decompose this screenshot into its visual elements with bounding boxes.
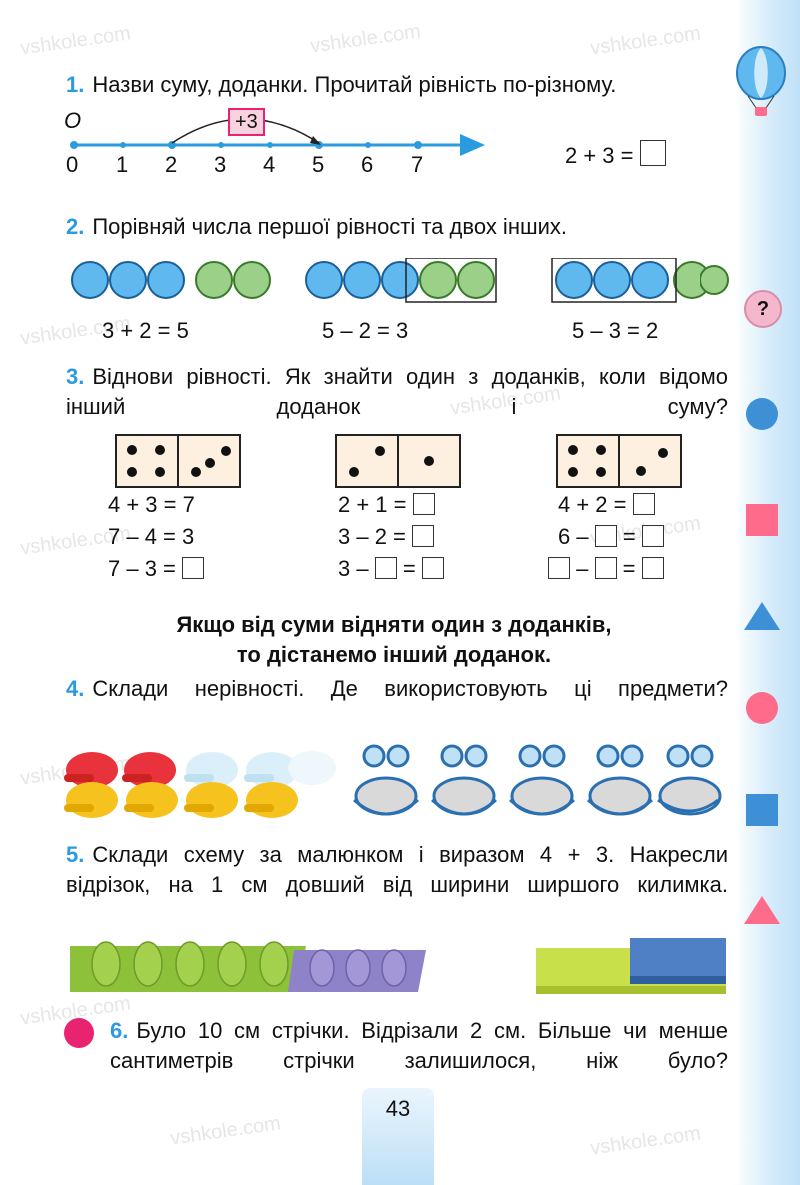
task2-equation-1: 3 + 2 = 5 [102, 318, 189, 343]
task-text: Було 10 см стрічки. Відрізали 2 см. Біль… [110, 1018, 728, 1073]
task-text: Склади схему за малюнком і виразом 4 + 3… [66, 842, 728, 897]
flat-mats-illustration [536, 938, 726, 994]
answer-box[interactable] [548, 557, 570, 579]
rule-line-2: то дістанемо інший доданок. [236, 642, 552, 667]
task-1: 1. Назви суму, доданки. Прочитай рівність… [66, 70, 728, 100]
rule-line-1: Якщо від суми відняти один з доданків, [176, 612, 612, 637]
equation: 3 – [338, 556, 369, 581]
jump-label: +3 [228, 108, 265, 136]
equation: 7 – 4 = 3 [108, 524, 195, 549]
pink-circle-icon [746, 692, 778, 724]
blue-triangle-icon [744, 602, 780, 630]
tick-label: 7 [411, 152, 424, 177]
task-number: 1. [66, 72, 85, 97]
tick-label: 2 [165, 152, 178, 177]
question-badge: ? [744, 290, 782, 328]
equation: 4 + 2 = [558, 492, 627, 517]
equation: 7 – 3 = [108, 556, 176, 581]
answer-box[interactable] [632, 493, 655, 515]
blue-square-icon [746, 794, 778, 826]
task-text: Назви суму, доданки. Прочитай рівність п… [92, 72, 617, 97]
tick-label: 6 [361, 152, 374, 177]
answer-box[interactable] [421, 557, 444, 579]
tick-label: 3 [214, 152, 227, 177]
domino-1 [115, 434, 241, 488]
tick-label: 5 [312, 152, 325, 177]
task-text: Порівняй числа першої рівності та двох і… [92, 214, 568, 239]
green-circle-extra [700, 265, 729, 295]
equation: = [402, 556, 416, 581]
answer-box[interactable] [412, 493, 435, 515]
domino-3 [556, 434, 682, 488]
equation: = [622, 524, 636, 549]
answer-box[interactable] [639, 140, 666, 166]
domino-2 [335, 434, 461, 488]
right-sidebar [734, 0, 800, 1185]
balloon-icon [736, 46, 786, 116]
task-3: 3.Віднови рівності. Як знайти один з дод… [66, 362, 728, 422]
origin-label: O [64, 108, 82, 133]
task2-equation-3: 5 – 3 = 2 [572, 318, 659, 343]
task-5: 5.Склади схему за малюнком і виразом 4 +… [66, 840, 728, 900]
question-mark-icon: ? [756, 298, 770, 320]
task-number: 5. [66, 842, 85, 867]
task1-equation: 2 + 3 = [565, 140, 666, 169]
number-line [70, 118, 485, 156]
answer-box[interactable] [641, 557, 664, 579]
task-number: 4. [66, 676, 85, 701]
watermark: vshkole.com [588, 22, 703, 60]
equation: 2 + 1 = [338, 492, 407, 517]
answer-box[interactable] [374, 557, 397, 579]
circle-groups [71, 258, 711, 303]
tick-label: 0 [66, 152, 79, 177]
task-6: 6.Було 10 см стрічки. Відрізали 2 см. Бі… [110, 1016, 728, 1076]
tick-label: 4 [263, 152, 276, 177]
task-4: 4. Склади нерівності. Де використовують ц… [66, 674, 728, 704]
magenta-dot-marker [64, 1018, 94, 1048]
answer-box[interactable] [182, 557, 205, 579]
page-number: 43 [362, 1088, 434, 1185]
watermark: vshkole.com [588, 1122, 703, 1160]
equation: – [576, 556, 589, 581]
rolled-mats-illustration [70, 941, 426, 992]
answer-box[interactable] [412, 525, 435, 547]
task-text: Віднови рівності. Як знайти один з додан… [66, 364, 728, 419]
watermark: vshkole.com [168, 1112, 283, 1150]
task-2: 2. Порівняй числа першої рівності та двох… [66, 212, 728, 242]
caps-illustration [64, 751, 336, 818]
equation: 6 – [558, 524, 589, 549]
goggles-masks-illustration [353, 744, 722, 816]
watermark: vshkole.com [308, 20, 423, 58]
equation: 3 – 2 = [338, 524, 406, 549]
watermark: vshkole.com [18, 22, 133, 60]
task-number: 3. [66, 364, 85, 389]
task-text: Склади нерівності. Де використовують ці … [92, 676, 728, 701]
task-number: 2. [66, 214, 85, 239]
answer-box[interactable] [594, 557, 617, 579]
blue-circle-icon [746, 398, 778, 430]
equation: = [622, 556, 636, 581]
answer-box[interactable] [594, 525, 617, 547]
answer-box[interactable] [641, 525, 664, 547]
task2-equation-2: 5 – 2 = 3 [322, 318, 409, 343]
task-number: 6. [110, 1018, 129, 1043]
pink-triangle-icon [744, 896, 780, 924]
equation: 4 + 3 = 7 [108, 492, 195, 517]
pink-square-icon [746, 504, 778, 536]
equation-text: 2 + 3 = [565, 143, 634, 168]
tick-label: 1 [116, 152, 129, 177]
